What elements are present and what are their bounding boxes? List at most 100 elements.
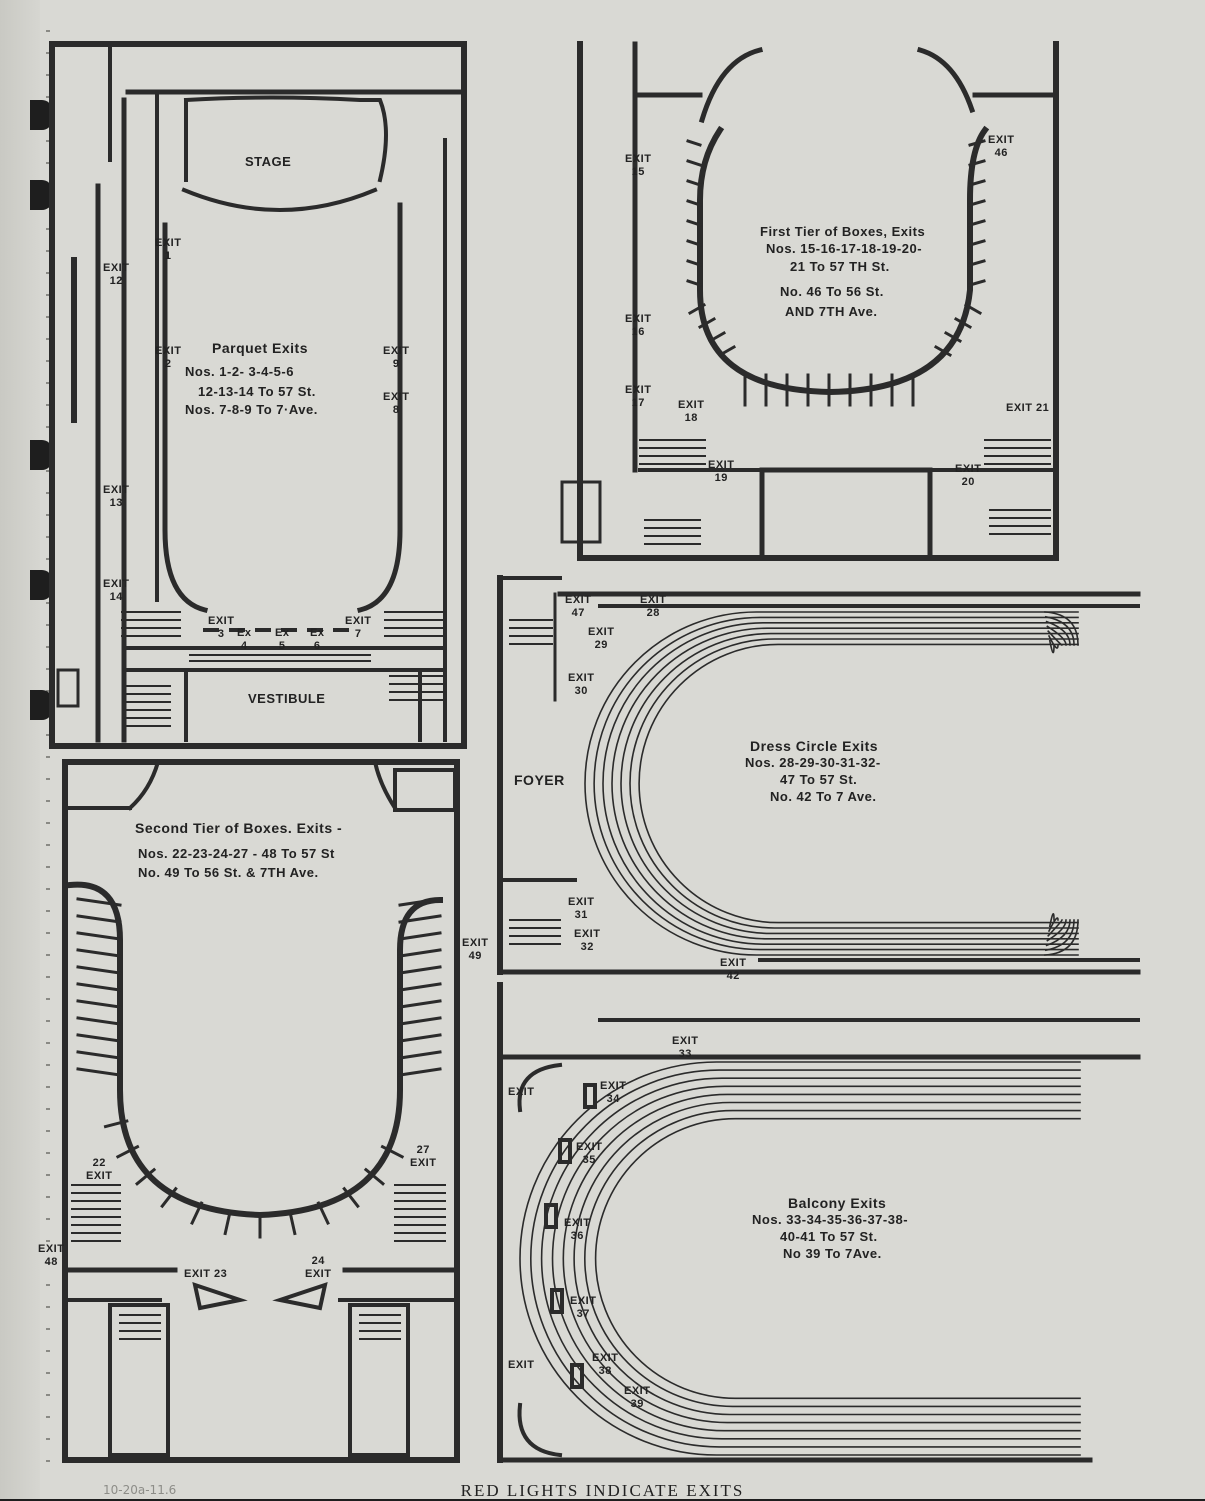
exit-number: 17: [631, 396, 645, 409]
exit-word: EXIT: [955, 463, 982, 475]
binding-notch: [30, 440, 52, 470]
perforation-mark: [46, 228, 50, 230]
perforation-mark: [46, 932, 50, 934]
perforation-mark: [46, 1218, 50, 1220]
exit-word: EXIT: [592, 1352, 619, 1364]
balcony-line3: 40-41 To 57 St.: [780, 1229, 878, 1244]
perforation-mark: [46, 800, 50, 802]
second-tier-line1: Second Tier of Boxes. Exits -: [135, 820, 343, 836]
exit-word: EXIT: [383, 345, 410, 357]
balcony-plan: [497, 982, 1141, 1463]
exit-number: 18: [684, 411, 698, 424]
exit-word: EXIT: [672, 1035, 699, 1047]
first-tier-line1: First Tier of Boxes, Exits: [760, 224, 926, 239]
exit-word: EXIT: [625, 153, 652, 165]
exit-number: 47: [571, 606, 585, 619]
perforation-mark: [46, 52, 50, 54]
exit-word: EXIT: [564, 1217, 591, 1229]
perforation-mark: [46, 492, 50, 494]
perforation-mark: [46, 470, 50, 472]
exit-number: 39: [630, 1397, 644, 1410]
exit-number: 42: [726, 969, 740, 982]
parquet-line1: Nos. 1-2- 3-4-5-6: [185, 364, 294, 379]
exit-number: 48: [44, 1255, 58, 1268]
binding-notch: [30, 690, 52, 720]
exit-word: Ex: [310, 627, 325, 639]
perforation-mark: [46, 1460, 50, 1462]
exit-number: EXIT: [86, 1169, 113, 1182]
exit-word: EXIT: [568, 672, 595, 684]
exit-number: 36: [570, 1229, 584, 1242]
perforation-mark: [46, 1372, 50, 1374]
exit-number: 15: [631, 165, 645, 178]
perforation-mark: [46, 866, 50, 868]
second-tier-exit-23: EXIT 23: [184, 1268, 227, 1281]
second-tier-plan: [62, 759, 460, 1463]
perforation-mark: [46, 1042, 50, 1044]
exit-number: 1: [164, 249, 172, 262]
exit-number: 30: [574, 684, 588, 697]
exit-word: EXIT 23: [184, 1268, 228, 1280]
exit-number: 37: [576, 1307, 590, 1320]
perforation-mark: [46, 602, 50, 604]
perforation-mark: [46, 30, 50, 32]
exit-word: EXIT: [103, 262, 130, 274]
exit-number: 12: [109, 274, 123, 287]
exit-word: EXIT: [508, 1086, 535, 1098]
dress-circle-line2: Nos. 28-29-30-31-32-: [745, 755, 881, 770]
exit-word: EXIT: [588, 626, 615, 638]
parquet-stage-label: STAGE: [245, 154, 292, 169]
exit-number: 32: [580, 940, 594, 953]
perforation-mark: [46, 668, 50, 670]
exit-number: 3: [217, 627, 225, 640]
exit-number: 16: [631, 325, 645, 338]
perforation-mark: [46, 1174, 50, 1176]
exit-number: 20: [961, 475, 975, 488]
exit-number: 9: [392, 357, 400, 370]
perforation-mark: [46, 404, 50, 406]
exit-number: 8: [392, 403, 400, 416]
perforation-mark: [46, 1306, 50, 1308]
exit-word: EXIT: [345, 615, 372, 627]
exit-number: 35: [582, 1153, 596, 1166]
exit-word: EXIT: [155, 237, 182, 249]
balcony-line2: Nos. 33-34-35-36-37-38-: [752, 1212, 909, 1227]
exit-word: EXIT: [508, 1359, 535, 1371]
perforation-mark: [46, 1394, 50, 1396]
exit-word: EXIT: [678, 399, 705, 411]
exit-number: EXIT: [305, 1267, 332, 1280]
exit-word: EXIT: [103, 578, 130, 590]
exit-word: EXIT: [103, 484, 130, 496]
exit-number: 38: [598, 1364, 612, 1377]
second-tier-line3: No. 49 To 56 St. & 7TH Ave.: [138, 865, 319, 880]
perforation-mark: [46, 822, 50, 824]
parquet-line3: Nos. 7-8-9 To 7·Ave.: [185, 402, 318, 417]
balcony-line4: No 39 To 7Ave.: [783, 1246, 882, 1261]
page-edge: [0, 0, 40, 1499]
exit-number: 19: [714, 471, 728, 484]
parquet-plan: [49, 41, 467, 749]
perforation-mark: [46, 1240, 50, 1242]
perforation-mark: [46, 1262, 50, 1264]
exit-number: 6: [313, 639, 321, 652]
exit-word: EXIT: [38, 1243, 65, 1255]
